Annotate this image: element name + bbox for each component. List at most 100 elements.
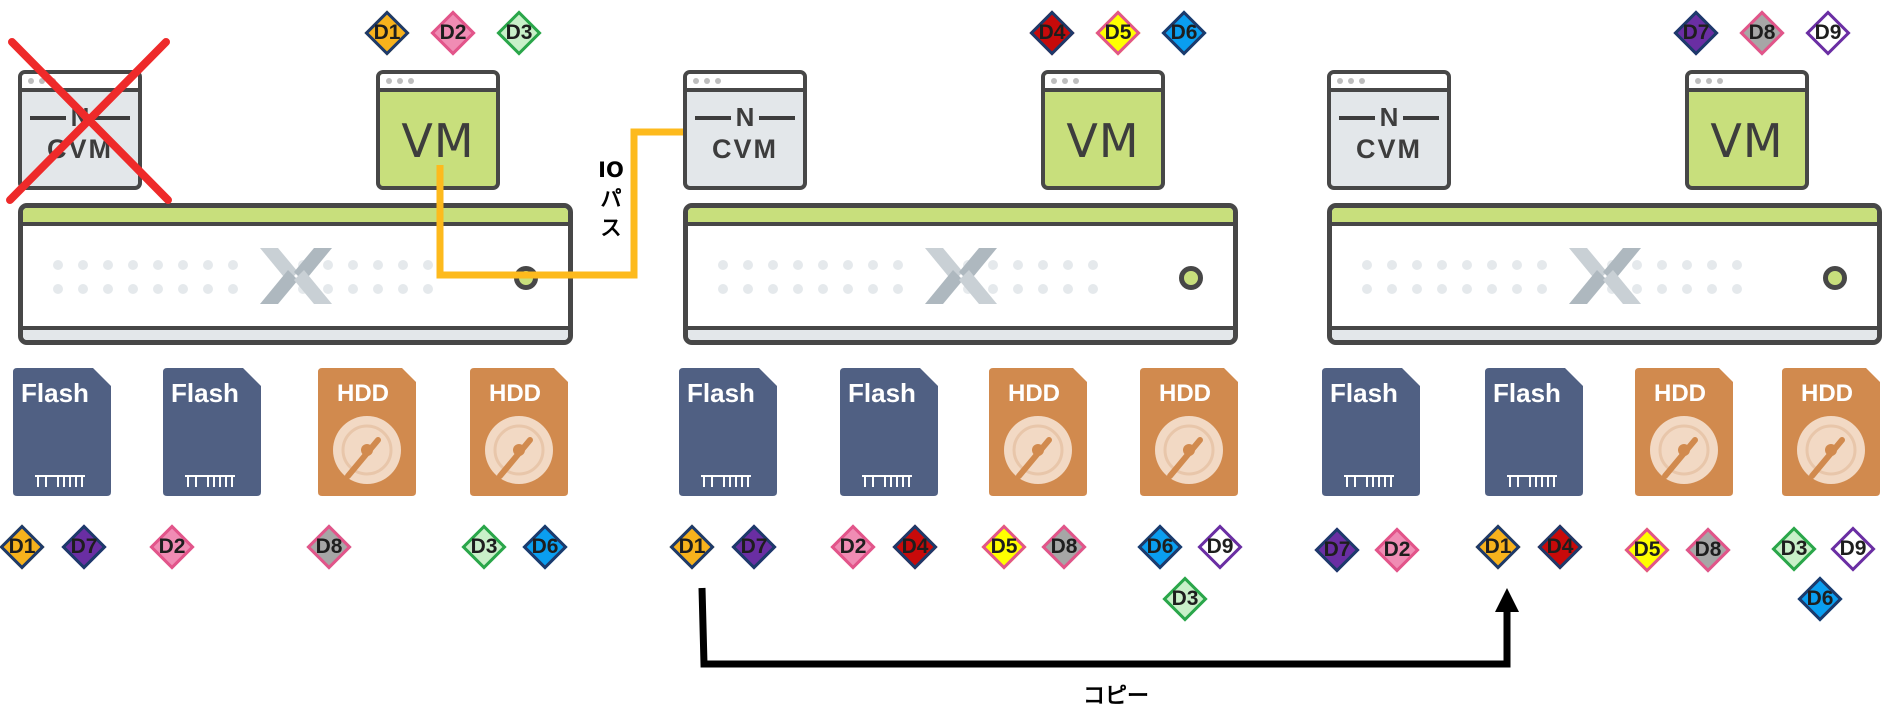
data-block-d9: D9 <box>1195 522 1245 572</box>
flash-drive-icon <box>1485 368 1583 496</box>
badge-label: D8 <box>1748 21 1776 44</box>
badge-label: D7 <box>1323 538 1351 561</box>
vent-dot <box>128 284 138 294</box>
badge-label: D3 <box>505 21 533 44</box>
vent-dot <box>1387 260 1397 270</box>
data-block-d8: D8 <box>1039 522 1089 572</box>
flash-drive: Flash <box>840 368 938 496</box>
nutanix-logo-icon <box>1568 248 1641 304</box>
hdd-icon <box>1635 368 1733 496</box>
data-block-d8: D8 <box>1737 8 1787 58</box>
badge-label: D2 <box>1383 538 1411 561</box>
badge-label: D6 <box>1146 535 1174 558</box>
vent-dot <box>843 284 853 294</box>
disk-label: Flash <box>21 378 89 408</box>
window-dot-icon <box>1717 78 1723 84</box>
badge-label: D8 <box>315 535 343 558</box>
data-block-d6: D6 <box>1159 8 1209 58</box>
vm-label: VM <box>401 114 475 168</box>
vent-dot <box>1487 260 1497 270</box>
vent-dot <box>1088 260 1098 270</box>
vent-dot <box>768 260 778 270</box>
nutanix-logo-icon <box>924 248 997 304</box>
data-block-d8: D8 <box>304 522 354 572</box>
hdd-drive: HDD <box>1140 368 1238 496</box>
cvm-label: CVM <box>712 134 778 164</box>
vent-dot <box>1412 260 1422 270</box>
hdd-icon <box>989 368 1087 496</box>
data-block-d6: D6 <box>1795 574 1845 624</box>
vent-dot <box>818 284 828 294</box>
vent-dot <box>988 284 998 294</box>
data-block-d1: D1 <box>362 8 412 58</box>
vent-dot <box>793 260 803 270</box>
vent-dot <box>153 284 163 294</box>
server-accent-strip <box>23 208 568 226</box>
badge-label: D7 <box>740 535 768 558</box>
data-block-d5: D5 <box>1093 8 1143 58</box>
server-foot <box>23 326 568 340</box>
hdd-drive: HDD <box>470 368 568 496</box>
badge-label: D1 <box>8 535 36 558</box>
badge-label: D7 <box>1682 21 1710 44</box>
vent-dot <box>1038 260 1048 270</box>
n-bar <box>1403 116 1439 120</box>
badge-label: D5 <box>1633 538 1661 561</box>
server-accent-strip <box>688 208 1233 226</box>
vent-dot <box>1038 284 1048 294</box>
server-chassis <box>683 203 1238 345</box>
window-dot-icon <box>1348 78 1354 84</box>
vent-dot <box>103 284 113 294</box>
vent-dot <box>373 260 383 270</box>
server-chassis <box>18 203 573 345</box>
vm-label: VM <box>1066 114 1140 168</box>
vent-dot <box>1063 260 1073 270</box>
vent-dot <box>1088 284 1098 294</box>
vent-dot <box>178 284 188 294</box>
vent-dot <box>743 284 753 294</box>
vm-window: VM <box>1041 70 1165 190</box>
badge-label: D9 <box>1839 537 1867 560</box>
badge-label: D5 <box>990 535 1018 558</box>
vent-dot <box>203 260 213 270</box>
badge-label: D8 <box>1694 538 1722 561</box>
flash-drive: Flash <box>1322 368 1420 496</box>
flash-drive-icon <box>840 368 938 496</box>
vent-dot <box>348 260 358 270</box>
badge-label: D6 <box>1806 587 1834 610</box>
hdd-icon <box>470 368 568 496</box>
data-block-d9: D9 <box>1803 8 1853 58</box>
vent-dot <box>323 260 333 270</box>
vent-dot <box>203 284 213 294</box>
flash-drive-icon <box>1322 368 1420 496</box>
vent-dot <box>1412 284 1422 294</box>
power-led-icon <box>1823 266 1847 290</box>
disk-label: HDD <box>1801 380 1853 407</box>
vent-dot <box>718 284 728 294</box>
vent-dot <box>1682 284 1692 294</box>
data-block-d3: D3 <box>1769 524 1819 574</box>
window-dot-icon <box>386 78 392 84</box>
disk-label: HDD <box>1654 380 1706 407</box>
vent-dot <box>398 284 408 294</box>
badge-label: D4 <box>1546 535 1574 558</box>
vent-dot <box>78 284 88 294</box>
window-titlebar <box>22 74 138 92</box>
vent-dot <box>988 260 998 270</box>
vent-dot <box>1682 260 1692 270</box>
window-titlebar <box>380 74 496 92</box>
window-dot-icon <box>1359 78 1365 84</box>
window-titlebar <box>1331 74 1447 92</box>
vm-label: VM <box>1710 114 1784 168</box>
data-block-d8: D8 <box>1683 525 1733 575</box>
vent-dot <box>1437 284 1447 294</box>
disk-label: HDD <box>1159 380 1211 407</box>
vent-dot <box>53 260 63 270</box>
badge-label: D3 <box>1780 537 1808 560</box>
window-dot-icon <box>28 78 34 84</box>
data-block-d2: D2 <box>828 522 878 572</box>
data-block-d5: D5 <box>979 522 1029 572</box>
nutanix-n-mark: N <box>695 102 795 132</box>
vent-dot <box>1013 260 1023 270</box>
